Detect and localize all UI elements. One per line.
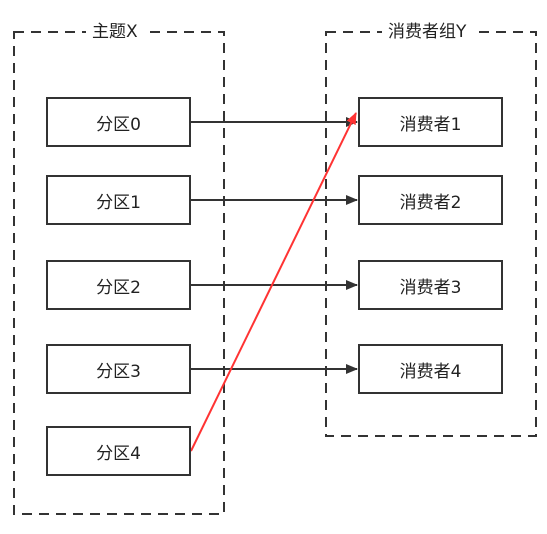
consumer-node-4: 消费者4 <box>358 344 503 394</box>
partition-node-3: 分区3 <box>46 344 191 394</box>
consumer-node-3: 消费者3 <box>358 260 503 310</box>
partition-node-0: 分区0 <box>46 97 191 147</box>
partition-node-2: 分区2 <box>46 260 191 310</box>
consumer-label: 消费者2 <box>399 192 462 213</box>
partition-label: 分区4 <box>96 443 141 464</box>
topic-title: 主题X <box>86 22 144 42</box>
partition-node-1: 分区1 <box>46 175 191 225</box>
consumer-node-2: 消费者2 <box>358 175 503 225</box>
partition-label: 分区1 <box>96 192 141 213</box>
consumer-label: 消费者3 <box>399 277 462 298</box>
partition-label: 分区0 <box>96 114 141 135</box>
consumer-group-title: 消费者组Y <box>382 22 473 42</box>
partition-label: 分区2 <box>96 277 141 298</box>
consumer-node-1: 消费者1 <box>358 97 503 147</box>
partition-label: 分区3 <box>96 361 141 382</box>
partition-node-4: 分区4 <box>46 426 191 476</box>
assignment-arrow-4-highlight <box>190 112 357 452</box>
consumer-label: 消费者1 <box>399 114 462 135</box>
consumer-label: 消费者4 <box>399 361 462 382</box>
